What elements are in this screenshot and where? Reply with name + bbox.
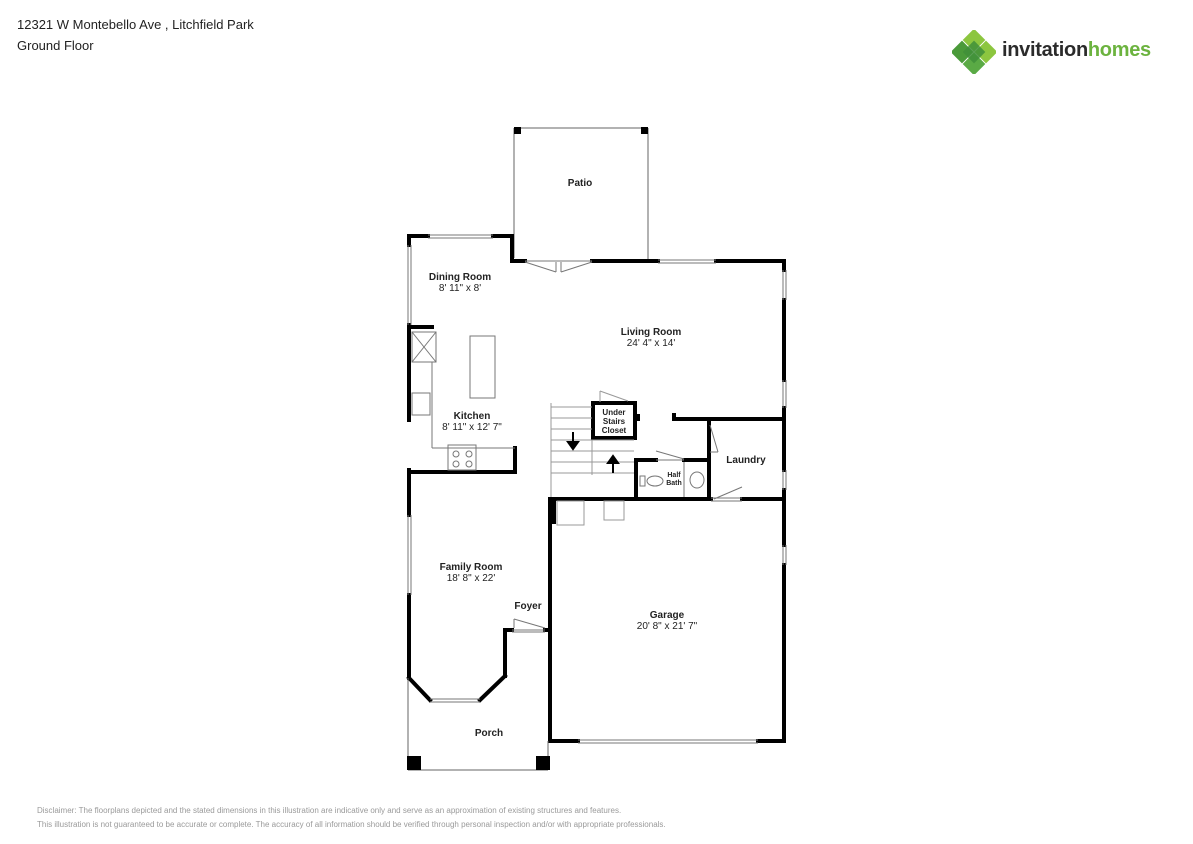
floor-name: Ground Floor — [17, 38, 94, 53]
disclaimer-line-1: Disclaimer: The floorplans depicted and … — [37, 806, 622, 815]
brand-name: invitationhomes — [1002, 39, 1151, 61]
stair-down-arrow-icon — [566, 432, 580, 451]
stair-up-arrow-icon — [606, 454, 620, 473]
room-foyer: Foyer — [514, 601, 542, 612]
room-patio: Patio — [567, 178, 593, 189]
room-laundry: Laundry — [726, 455, 766, 466]
disclaimer-line-2: This illustration is not guaranteed to b… — [37, 820, 666, 829]
patio-outline — [513, 127, 649, 262]
property-address: 12321 W Montebello Ave , Litchfield Park — [17, 17, 254, 32]
room-porch: Porch — [474, 728, 504, 739]
clover-logo-icon — [952, 30, 996, 74]
brand-logo: invitationhomes — [952, 30, 1167, 75]
